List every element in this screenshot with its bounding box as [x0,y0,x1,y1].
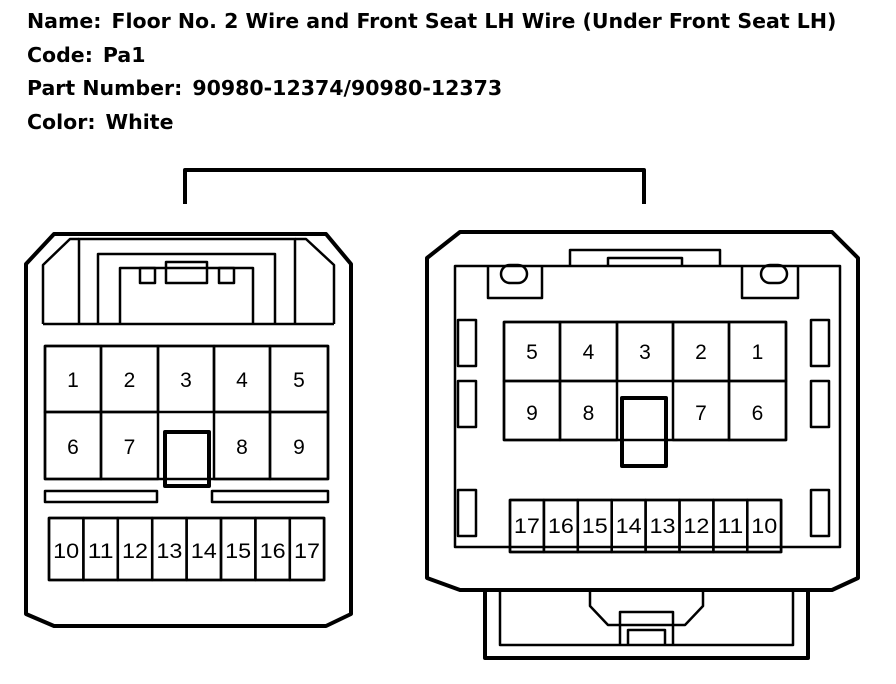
left-connector-outline [24,232,353,628]
left-lock-tab [164,260,209,285]
terminal-cavity [727,379,788,442]
right-latch-pocket [486,266,544,300]
terminal-cavity [558,379,619,442]
pin-number: 11 [717,515,743,538]
color-value: White [105,110,174,134]
pin-number: 7 [124,436,136,459]
right-side-rib [809,318,831,368]
code-row: Code: Pa1 [27,45,145,66]
pairing-bracket [183,168,646,204]
pin-number: 4 [583,341,595,364]
pin-number: 5 [293,369,305,392]
pin-number: 8 [236,436,248,459]
right-side-rib [456,318,478,368]
left-connector-inner-rim [41,237,79,324]
right-lever-tab [618,610,675,645]
pin-number: 12 [122,540,148,563]
pin-number: 13 [650,515,676,538]
terminal-cavity [99,410,160,481]
right-cavities [502,320,788,554]
left-guide-rail [210,489,330,504]
name-row: Name: Floor No. 2 Wire and Front Seat LH … [27,11,836,32]
right-latch-hole [499,263,529,285]
pin-number: 15 [225,540,251,563]
right-pin-labels: 5 4 3 2 1 9 8 7 6 17 16 15 14 13 12 11 10 [514,341,777,538]
left-connector-inner-rim [295,237,336,324]
terminal-cavity [288,516,326,582]
pin-number: 5 [526,341,538,364]
right-latch-hole [759,263,789,285]
pin-number: 15 [582,515,608,538]
pin-number: 1 [67,369,79,392]
pin-number: 10 [53,540,79,563]
color-row: Color: White [27,112,173,133]
pin-number: 9 [526,402,538,425]
left-cavities [43,344,330,582]
pin-number: 3 [639,341,651,364]
right-key-slot [620,396,668,468]
terminal-cavity [268,410,330,481]
pin-number: 17 [294,540,320,563]
pin-number: 11 [88,540,114,563]
pin-number: 12 [683,515,709,538]
code-value: Pa1 [102,43,146,67]
part-number-label: Part Number: [27,76,183,100]
pin-number: 9 [293,436,305,459]
pin-number: 6 [67,436,79,459]
pin-number: 16 [548,515,574,538]
right-connector-inner [453,264,842,549]
pin-number: 2 [124,369,136,392]
right-lever-recess [588,590,705,627]
terminal-cavity [746,498,783,554]
right-side-rib [809,488,831,538]
left-lock-housing-inner [96,252,277,324]
pin-number: 17 [514,515,540,538]
pin-number: 2 [695,341,707,364]
right-lock-top [568,248,722,266]
pin-number: 16 [260,540,286,563]
name-value: Floor No. 2 Wire and Front Seat LH Wire … [111,9,837,33]
pin-number: 14 [616,515,642,538]
pin-number: 7 [695,402,707,425]
pin-number: 1 [752,341,764,364]
right-side-rib [809,379,831,429]
pin-number: 10 [751,515,777,538]
right-connector-outline [425,230,860,592]
pin-number: 6 [752,402,764,425]
color-label: Color: [27,110,96,134]
left-lock-arm [118,266,255,324]
right-connector: 5 4 3 2 1 9 8 7 6 17 16 15 14 13 12 11 10 [425,230,860,660]
right-side-rib [456,488,478,538]
pin-number: 3 [180,369,192,392]
name-label: Name: [27,9,102,33]
left-guide-rail [43,489,159,504]
pin-number: 13 [156,540,182,563]
left-lock-housing [77,237,297,324]
left-lock-notch [138,266,157,285]
left-lock-notch [217,266,236,285]
left-key-slot [163,430,211,488]
part-number-value: 90980-12374/90980-12373 [192,76,503,100]
right-lever-tab-inner [626,628,667,645]
pin-number: 14 [191,540,217,563]
code-label: Code: [27,43,93,67]
right-side-rib [456,379,478,429]
right-latch-pocket [740,266,800,300]
right-lock-lever [483,590,810,660]
part-number-row: Part Number: 90980-12374/90980-12373 [27,78,502,99]
right-lock-lever-inner [498,590,795,647]
pin-number: 8 [583,402,595,425]
pin-number: 4 [236,369,248,392]
right-lock-tab [606,256,684,266]
